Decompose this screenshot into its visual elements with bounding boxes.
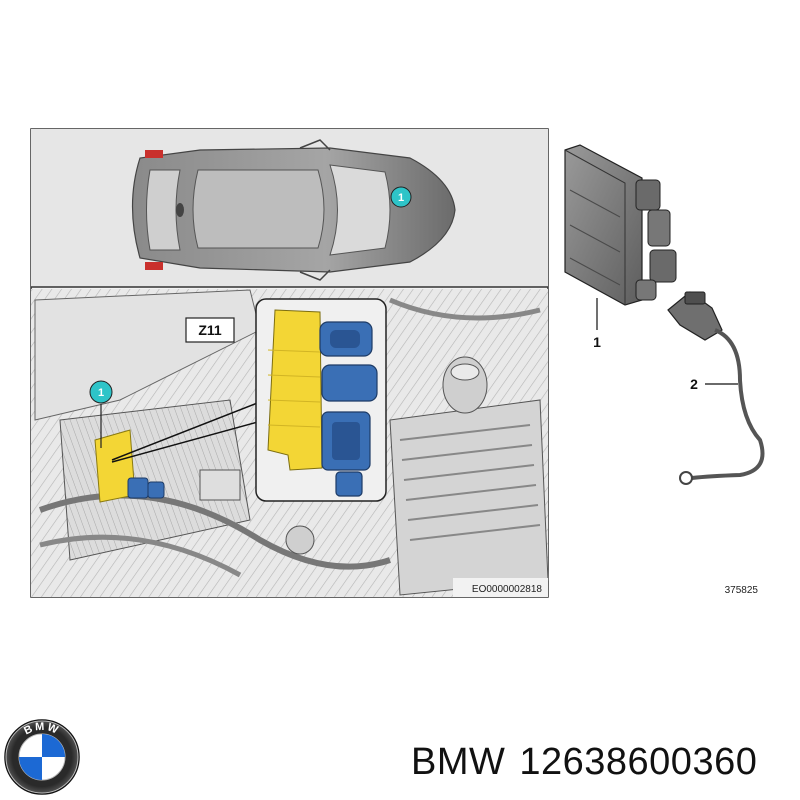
- zone-label-box: Z11: [185, 317, 235, 343]
- part-number: 12638600360: [519, 741, 758, 783]
- image-code: EO0000002818: [472, 584, 543, 595]
- part-2-number: 2: [690, 376, 698, 392]
- car-callout-number: 1: [398, 192, 404, 204]
- part-caption: BMW 12638600360: [411, 741, 771, 784]
- part-1-control-unit: [564, 144, 677, 306]
- module-inset: [255, 298, 387, 502]
- bmw-logo: BMW: [4, 719, 80, 795]
- part-1-number: 1: [593, 334, 601, 350]
- inset-leader-bottom: [111, 419, 266, 463]
- bay-module-highlight: [94, 429, 165, 503]
- bay-callout: 1: [89, 380, 113, 448]
- car-top-view: [31, 129, 548, 287]
- logo-lettering: BMW: [22, 721, 59, 738]
- svg-text:BMW: BMW: [22, 721, 61, 738]
- brand-name: BMW: [411, 741, 506, 783]
- part-2-cable: [667, 291, 765, 485]
- inset-leader-top: [111, 399, 266, 461]
- car-callout: 1: [390, 186, 412, 208]
- image-code-strip: EO0000002818: [453, 578, 548, 597]
- diagram-number: 375825: [725, 585, 759, 596]
- zone-label: Z11: [198, 322, 222, 338]
- bay-callout-number: 1: [98, 387, 104, 399]
